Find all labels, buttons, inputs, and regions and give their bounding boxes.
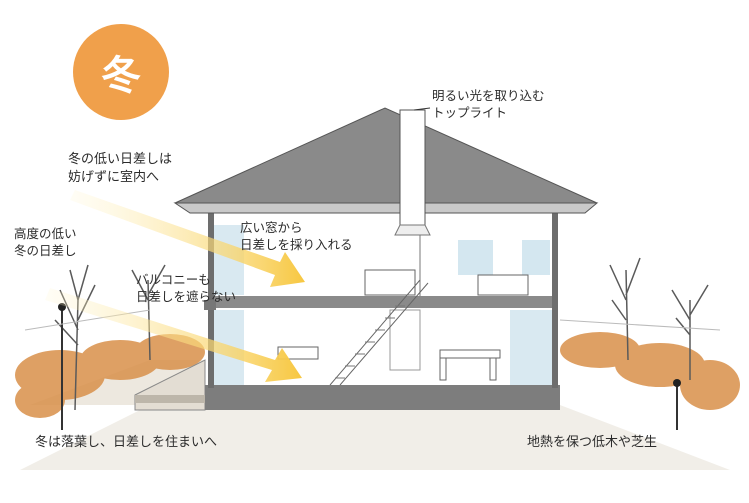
right-shrubs [560,332,740,410]
toplight-label: 明るい光を取り込む トップライト [432,88,545,120]
balcony-label: バルコニーも 日差しを遮らない [136,272,237,304]
winter-sun-label: 冬の低い日差しは 妨げずに室内へ [68,152,173,185]
top-light [394,107,431,236]
season-text: 冬 [101,53,141,99]
roof [173,107,599,214]
right-garden-light [673,379,681,430]
low-altitude-label: 高度の低い 冬の日差し [14,226,77,258]
season-badge: 冬 [73,24,169,120]
left-shrubs [15,334,205,418]
ground-heat-label: 地熱を保つ低木や芝生 [527,435,658,450]
fallen-leaves-label: 冬は落葉し、日差しを住まいへ [35,435,218,450]
sun-arrow-lower [45,288,302,382]
sun-arrow-upper [70,190,305,287]
wide-window-label: 広い窓から 日差しを採り入れる [240,220,353,252]
right-bare-trees [609,257,709,380]
house [204,213,560,410]
